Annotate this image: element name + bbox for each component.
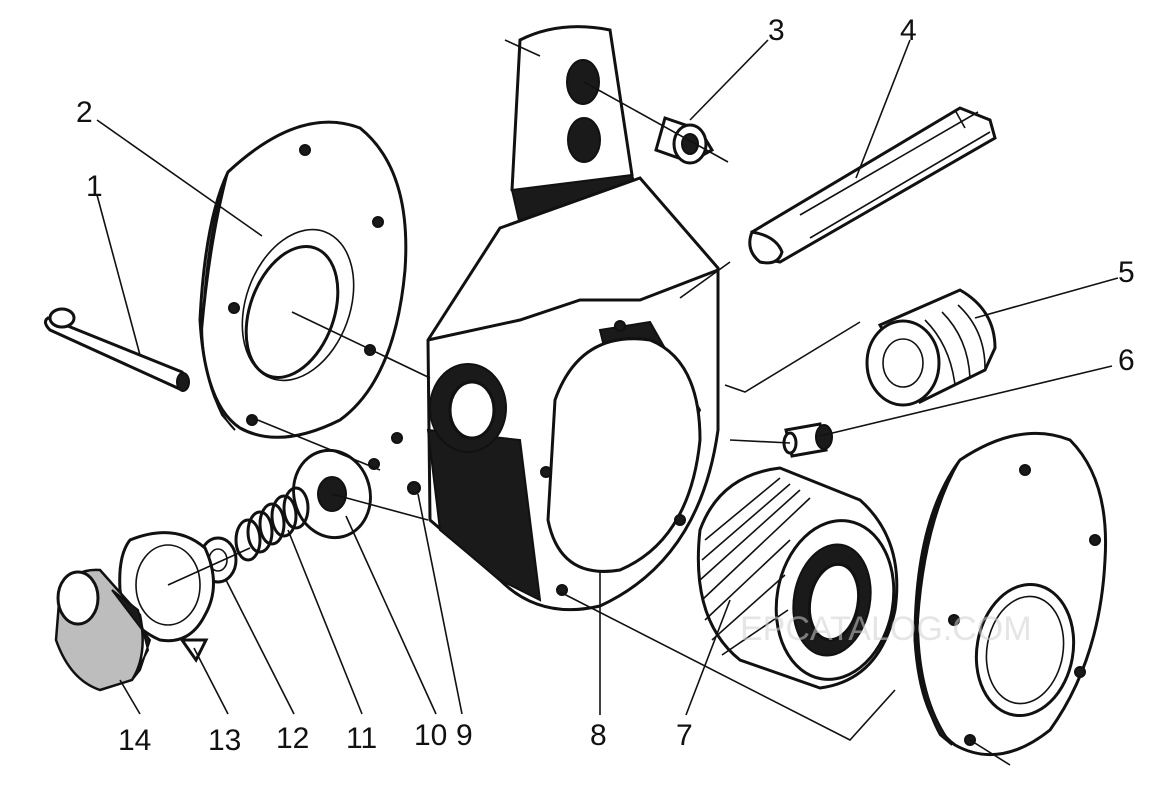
part-9-ball [407,481,421,495]
part-5-worm [865,288,997,407]
callout-5: 5 [1118,256,1135,289]
part-8-housing [368,25,720,612]
callout-8: 8 [590,719,607,752]
watermark: EPCATALOG.COM [740,610,1032,648]
right-cover-plate [913,431,1108,757]
part-7-worm-wheel [696,466,899,690]
callout-labels: 1 2 3 4 5 6 7 8 9 10 11 12 13 14 [76,14,1135,757]
callout-10: 10 [414,719,447,752]
callout-7: 7 [676,719,693,752]
callout-13: 13 [208,724,241,757]
callout-9: 9 [456,719,473,752]
callout-6: 6 [1118,344,1135,377]
part-14-plug [54,568,152,692]
part-6-grease-nipple [782,422,833,458]
part-1-pin [43,307,190,392]
callout-12: 12 [276,722,309,755]
callout-11: 11 [346,722,377,755]
part-13-gasket [118,531,215,663]
callout-14: 14 [118,724,151,757]
assembly-axis-lines [167,39,1011,766]
callout-leaders [96,39,1119,716]
callout-2: 2 [76,96,93,129]
part-3-bushing [654,116,715,165]
callout-4: 4 [900,14,917,47]
part-11-spring [234,486,310,562]
part-2-cover-plate [198,120,408,439]
callout-3: 3 [768,14,785,47]
callout-1: 1 [86,170,103,203]
part-4-worm-shaft [748,106,997,265]
